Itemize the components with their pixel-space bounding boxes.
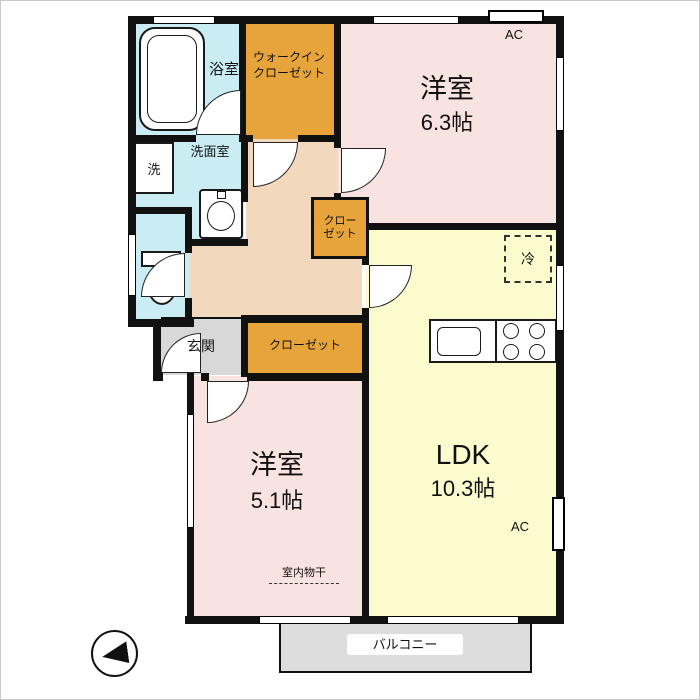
wall-segment: [128, 207, 191, 214]
washer-label: 洗: [147, 161, 161, 177]
hallway: [338, 257, 362, 319]
balcony-sliding-door: [259, 616, 351, 624]
window: [556, 265, 564, 331]
entrance-label: 玄関: [187, 338, 215, 354]
wall-segment: [362, 259, 369, 265]
refrigerator-icon: 冷: [504, 235, 552, 283]
balcony-label: バルコニー: [347, 634, 463, 655]
hallway: [189, 244, 246, 321]
stove-burner-icon: [503, 323, 519, 339]
fridge-label: 冷: [521, 251, 535, 267]
wall-segment: [128, 319, 194, 327]
wall-segment: [247, 373, 369, 381]
wall-segment: [334, 16, 341, 142]
ac-label-top: AC: [504, 27, 524, 42]
wall-segment: [241, 135, 253, 142]
wall-segment: [201, 373, 209, 381]
hall-closet: クロー ゼット: [311, 197, 369, 259]
wall-segment: [128, 16, 564, 24]
ldk-name: LDK: [435, 439, 491, 470]
ac-unit-icon: [552, 497, 565, 551]
wall-segment: [334, 223, 564, 230]
stove-burner-icon: [503, 344, 519, 360]
stove-burner-icon: [529, 323, 545, 339]
walk-in-closet-label: ウォークイン クローゼット: [241, 49, 337, 81]
bedroom2-size: 5.1帖: [250, 488, 304, 513]
walk-in-closet-label-line1: ウォークイン: [252, 50, 325, 64]
window: [128, 234, 136, 296]
balcony-sliding-door: [387, 616, 519, 624]
wall-segment: [185, 616, 564, 624]
wall-segment: [192, 239, 248, 246]
wall-segment: [128, 135, 196, 142]
window: [373, 16, 459, 24]
bedroom1-name: 洋室: [420, 74, 474, 104]
bathroom-label: 浴室: [208, 61, 239, 78]
ldk-size: 10.3帖: [430, 476, 496, 501]
window: [187, 414, 194, 528]
wall-segment: [298, 135, 341, 142]
washing-machine-icon: 洗: [134, 142, 174, 194]
wall-segment: [153, 373, 163, 381]
wall-segment: [185, 207, 192, 253]
bathtub-inner-icon: [147, 35, 197, 123]
room-entry-closet: [244, 317, 366, 375]
wall-segment: [241, 142, 248, 202]
entry-closet-label: クローゼット: [268, 338, 341, 352]
indoor-drying-line: [269, 583, 339, 584]
north-arrow-triangle: [101, 641, 130, 666]
wall-segment: [241, 315, 369, 323]
window: [153, 16, 215, 24]
wall-segment: [241, 319, 248, 377]
indoor-drying-label: 室内物干: [282, 567, 326, 579]
ac-label-bottom: AC: [510, 519, 530, 534]
room-walk-in-closet: [239, 19, 339, 142]
sink-bowl-icon: [207, 201, 235, 231]
wall-segment: [334, 142, 341, 148]
stove-burner-icon: [529, 344, 545, 360]
hall-closet-label-line2: ゼット: [323, 228, 357, 240]
walk-in-closet-label-line2: クローゼット: [252, 66, 325, 80]
washroom-label: 洗面室: [190, 144, 230, 159]
hall-closet-label-line1: クロー: [323, 215, 357, 227]
kitchen-divider: [495, 321, 497, 361]
faucet-icon: [217, 191, 226, 199]
wall-segment: [362, 308, 369, 616]
bedroom2-name: 洋室: [250, 450, 304, 480]
ac-unit-icon: [488, 10, 544, 23]
bedroom1-size: 6.3帖: [420, 110, 474, 135]
wall-segment: [185, 298, 192, 323]
north-arrow-icon: [91, 630, 138, 677]
window: [556, 57, 564, 131]
entrance-step-line: [161, 317, 241, 319]
wall-segment: [239, 16, 246, 142]
wall-segment: [128, 16, 136, 326]
room-bedroom1: [334, 19, 560, 230]
wall-segment: [153, 319, 161, 381]
kitchen-sink-icon: [437, 327, 481, 356]
